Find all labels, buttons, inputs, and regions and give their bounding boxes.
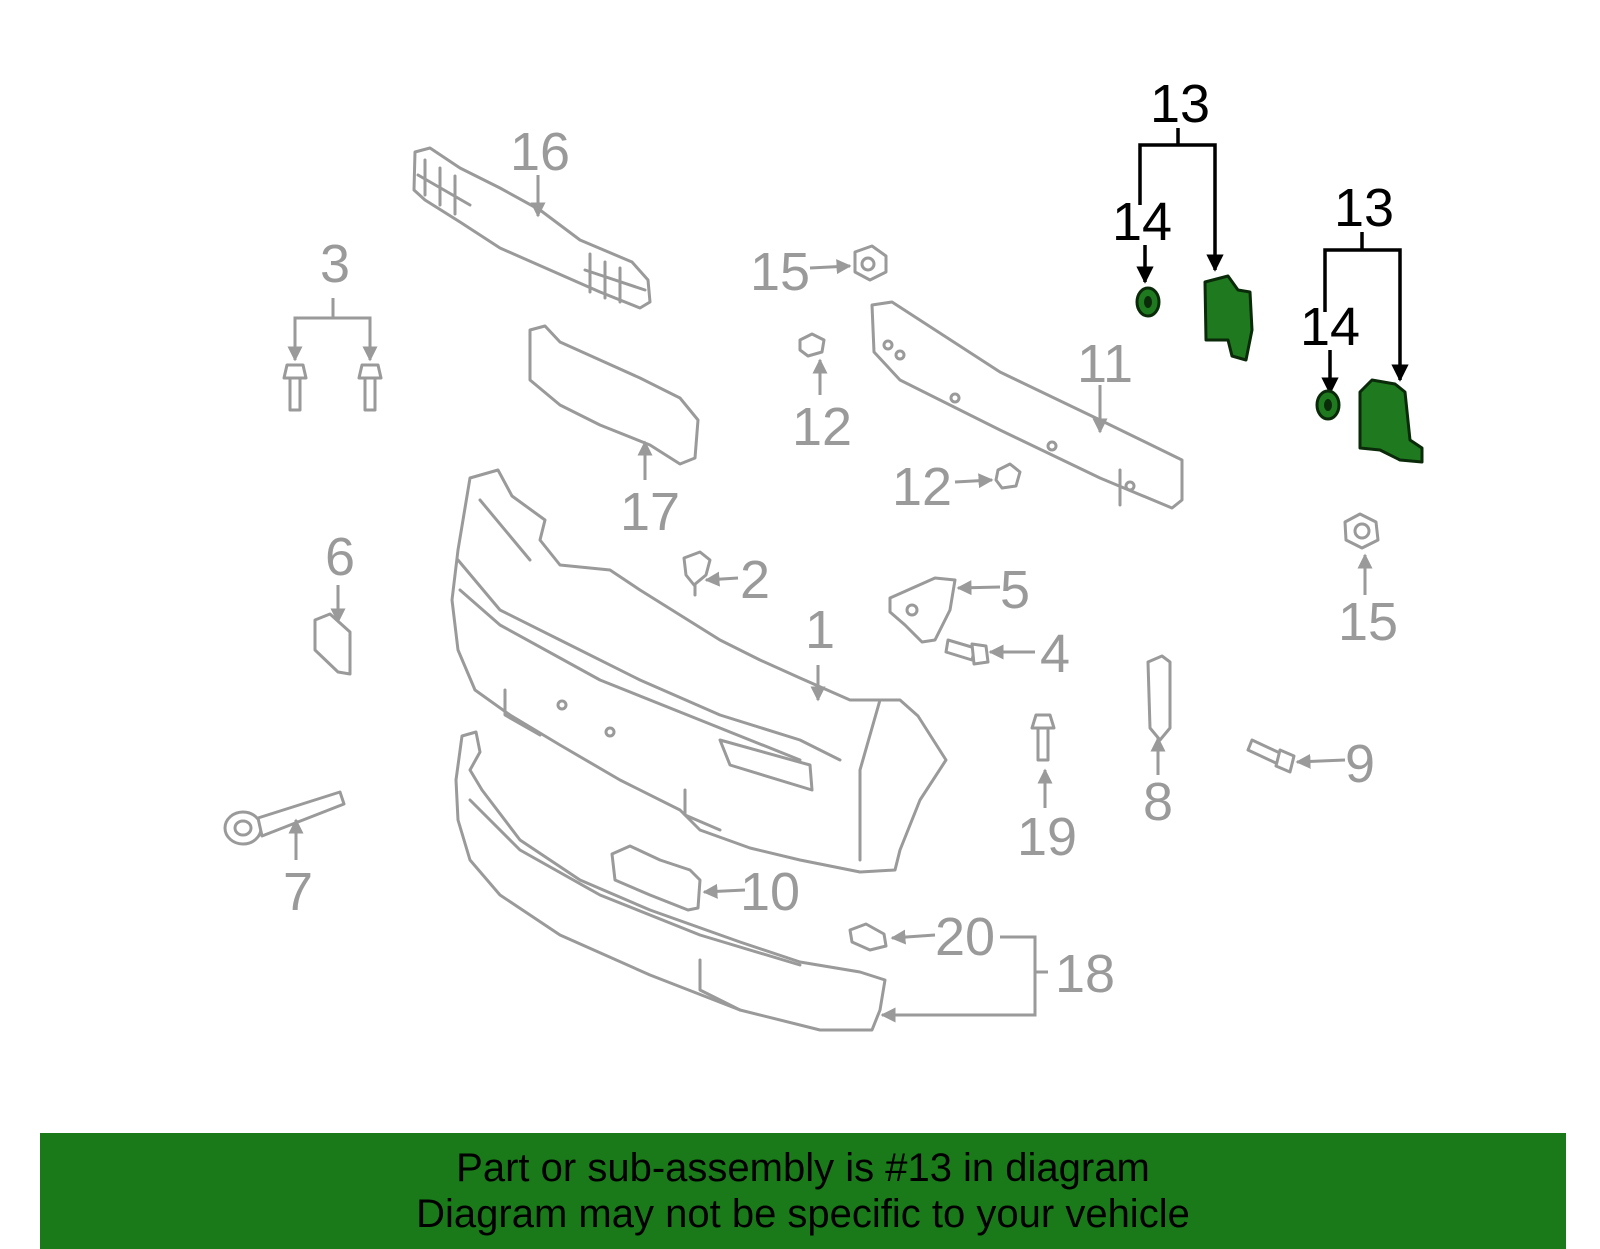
callout-19: 19 — [1017, 807, 1077, 867]
part-12-clip-lower — [994, 462, 1022, 490]
part-16-absorber — [412, 146, 652, 310]
part-3-bolts — [282, 363, 383, 412]
part-19-bolt — [1030, 713, 1056, 762]
part-1-bumper-cover — [450, 468, 948, 874]
part-12-clip-upper — [798, 332, 826, 358]
parts-diagram: 16 17 3 15 12 11 12 — [223, 74, 1424, 1032]
callout-2: 2 — [740, 550, 770, 610]
callout-5: 5 — [1000, 560, 1030, 620]
part-18-lower-spoiler — [454, 730, 887, 1032]
part-10-insert — [610, 844, 702, 912]
part-7-tow-hook — [223, 790, 346, 846]
callout-1: 1 — [805, 600, 835, 660]
part-13-bracket-upper — [1203, 274, 1254, 362]
callout-9: 9 — [1345, 734, 1375, 794]
part-17-absorber — [528, 324, 700, 466]
part-8-bracket — [1146, 654, 1172, 742]
info-banner: Part or sub-assembly is #13 in diagram D… — [40, 1133, 1566, 1249]
callout-17: 17 — [620, 482, 680, 542]
callout-4: 4 — [1040, 624, 1070, 684]
banner-line-2: Diagram may not be specific to your vehi… — [416, 1192, 1190, 1236]
banner-line-1: Part or sub-assembly is #13 in diagram — [456, 1146, 1150, 1190]
callout-10: 10 — [740, 862, 800, 922]
callout-20: 20 — [935, 907, 995, 967]
callout-11: 11 — [1077, 334, 1133, 394]
part-4-bolt — [944, 638, 990, 666]
callout-14-upper: 14 — [1112, 192, 1172, 252]
part-9-bolt — [1246, 738, 1296, 774]
part-2-clip — [682, 550, 712, 597]
part-15-nut-lower — [1343, 512, 1380, 550]
callout-8: 8 — [1143, 772, 1173, 832]
callout-15-lower: 15 — [1338, 592, 1398, 652]
part-14-washer-upper — [1135, 286, 1161, 318]
callout-18: 18 — [1055, 944, 1115, 1004]
callout-3: 3 — [320, 234, 350, 294]
callout-12-upper: 12 — [792, 397, 852, 457]
callout-13-lower: 13 — [1334, 178, 1394, 238]
callout-14-lower: 14 — [1300, 297, 1360, 357]
callout-15-upper: 15 — [750, 242, 810, 302]
callout-7: 7 — [283, 862, 313, 922]
callout-12-lower: 12 — [892, 457, 952, 517]
part-15-nut-upper — [853, 244, 888, 282]
part-6-pad — [313, 612, 352, 676]
callout-13-upper: 13 — [1150, 74, 1210, 134]
part-5-bracket — [888, 576, 957, 644]
part-14-washer-lower — [1315, 389, 1341, 421]
callout-6: 6 — [325, 527, 355, 587]
part-11-reinforcement — [870, 300, 1184, 510]
part-20-clip — [848, 922, 888, 952]
callout-16: 16 — [510, 122, 570, 182]
part-13-bracket-lower — [1358, 378, 1424, 464]
